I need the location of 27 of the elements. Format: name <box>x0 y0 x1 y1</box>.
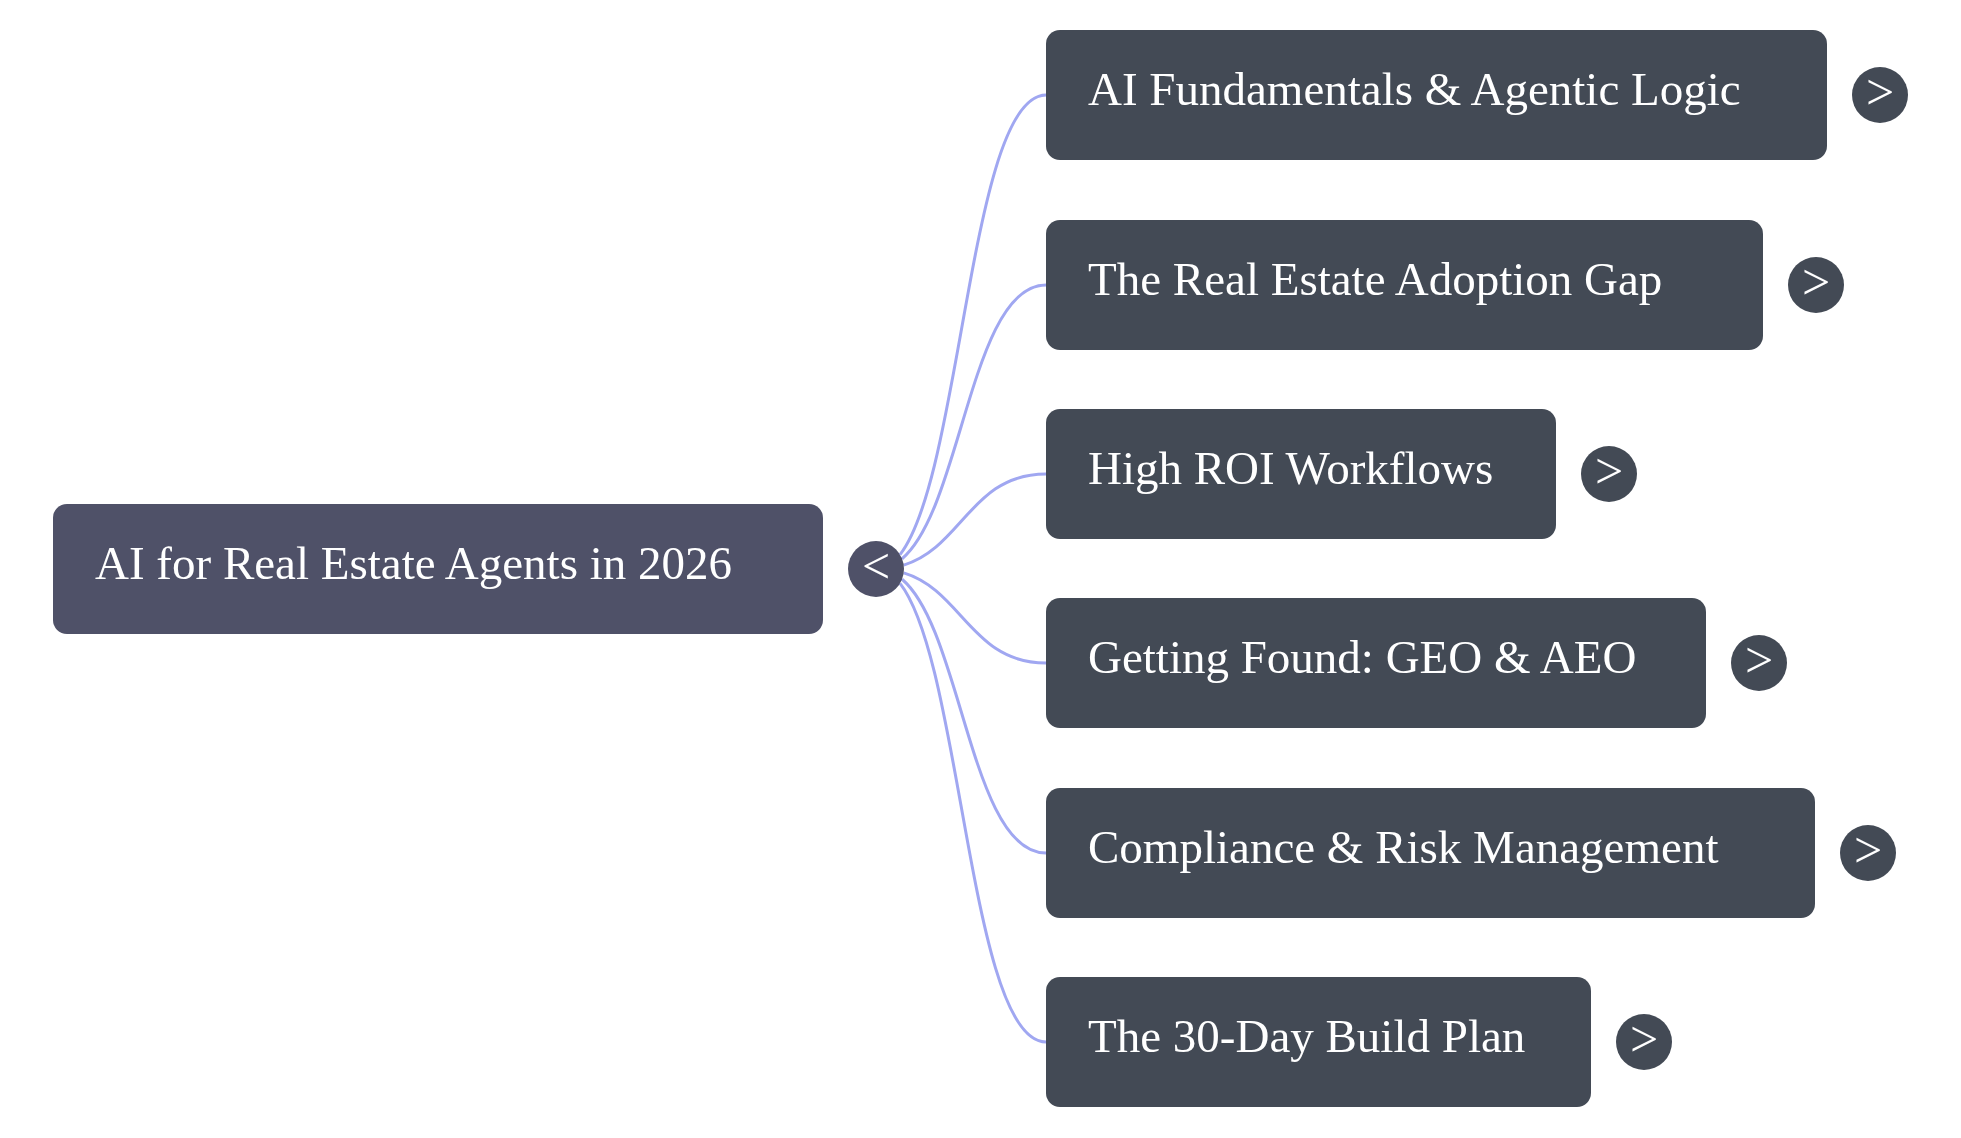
topic-box <box>1046 409 1556 539</box>
topic-label: Compliance & Risk Management <box>1088 822 1719 874</box>
expand-toggle: > <box>1616 1014 1672 1070</box>
expand-toggle: > <box>1852 67 1908 123</box>
topic-box <box>1046 977 1591 1107</box>
topic-label: The Real Estate Adoption Gap <box>1088 254 1663 306</box>
topic-label: AI Fundamentals & Agentic Logic <box>1088 64 1741 116</box>
connector-line <box>903 472 1047 567</box>
topic-box <box>1046 30 1827 160</box>
expand-toggle: > <box>1788 257 1844 313</box>
connector-line <box>898 93 1047 556</box>
topic-label: High ROI Workflows <box>1088 443 1494 495</box>
topic-box <box>1046 598 1706 728</box>
connector-line <box>898 582 1047 1044</box>
expand-toggle: > <box>1731 635 1787 691</box>
expand-toggle: > <box>1581 446 1637 502</box>
topic-label: AI for Real Estate Agents in 2026 <box>95 538 732 590</box>
topic-label: Getting Found: GEO & AEO <box>1088 632 1637 684</box>
connector-line <box>900 578 1047 855</box>
expand-toggle: > <box>1840 825 1896 881</box>
topic-box <box>1046 788 1815 918</box>
topic-label: The 30-Day Build Plan <box>1088 1011 1526 1063</box>
connector-line <box>903 571 1047 665</box>
topic-box <box>1046 220 1763 350</box>
collapse-toggle: < <box>848 541 904 597</box>
connector-line <box>900 283 1047 560</box>
central-topic-box <box>53 504 823 634</box>
